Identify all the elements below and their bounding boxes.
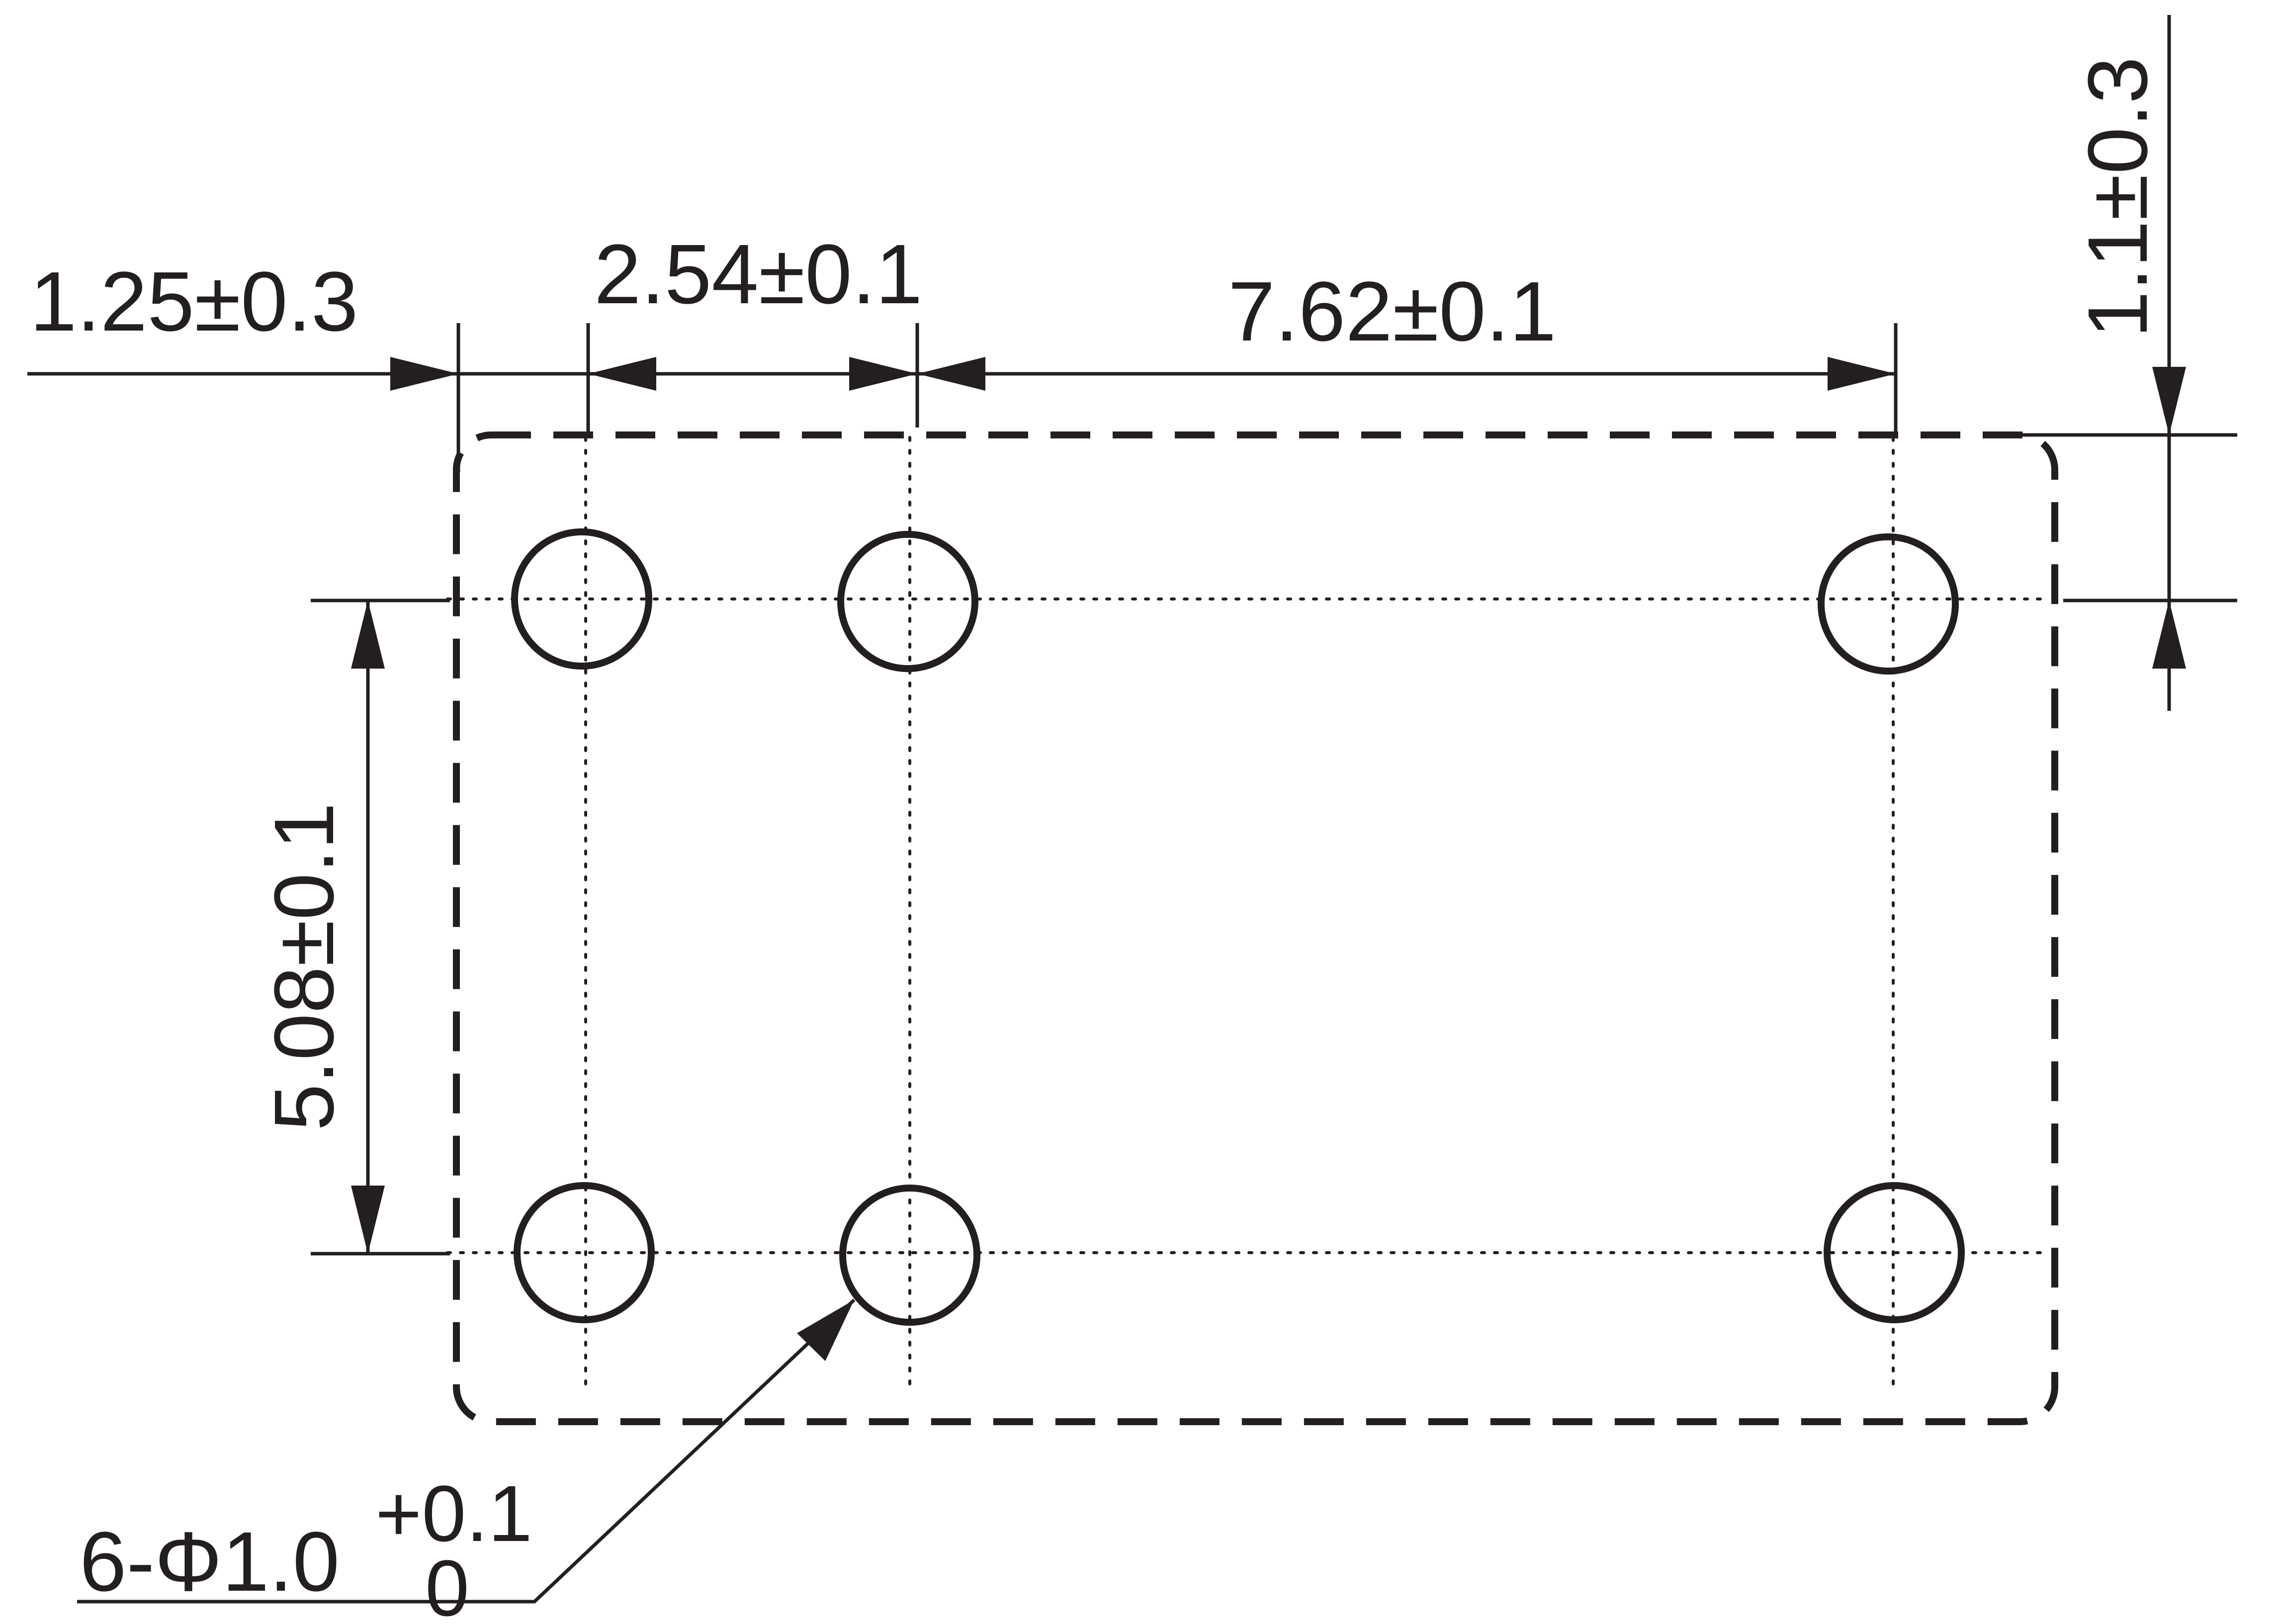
hole bbox=[1818, 533, 1959, 675]
dimension-label-7-62: 7.62±0.1 bbox=[1228, 264, 1557, 359]
component-outline bbox=[453, 431, 2058, 1425]
hole bbox=[839, 1185, 980, 1326]
dimension-label-5-08: 5.08±0.1 bbox=[257, 803, 351, 1131]
hole-callout-lower-tolerance: 0 bbox=[425, 1543, 469, 1624]
arrowhead bbox=[2152, 600, 2186, 669]
arrowhead bbox=[588, 357, 656, 391]
arrowhead bbox=[917, 357, 985, 391]
hole-callout-label: 6-Φ1.0 bbox=[80, 1515, 340, 1609]
hole bbox=[1824, 1182, 1965, 1323]
dimension-label-1-1: 1.1±0.3 bbox=[2071, 57, 2165, 338]
arrowhead bbox=[1828, 357, 1896, 391]
arrowhead bbox=[849, 357, 917, 391]
callout-leader-line bbox=[77, 1298, 856, 1604]
arrowhead bbox=[797, 1300, 854, 1361]
hole bbox=[837, 531, 978, 672]
arrowhead bbox=[390, 357, 458, 391]
arrowhead bbox=[2152, 367, 2186, 435]
arrowhead bbox=[351, 1186, 385, 1254]
arrowhead bbox=[351, 600, 385, 669]
dimension-label-2-54: 2.54±0.1 bbox=[594, 227, 923, 322]
hole-callout-upper-tolerance: +0.1 bbox=[375, 1469, 532, 1558]
hole bbox=[514, 1182, 655, 1323]
dimension-label-1-25: 1.25±0.3 bbox=[30, 255, 358, 349]
hole bbox=[511, 528, 652, 670]
